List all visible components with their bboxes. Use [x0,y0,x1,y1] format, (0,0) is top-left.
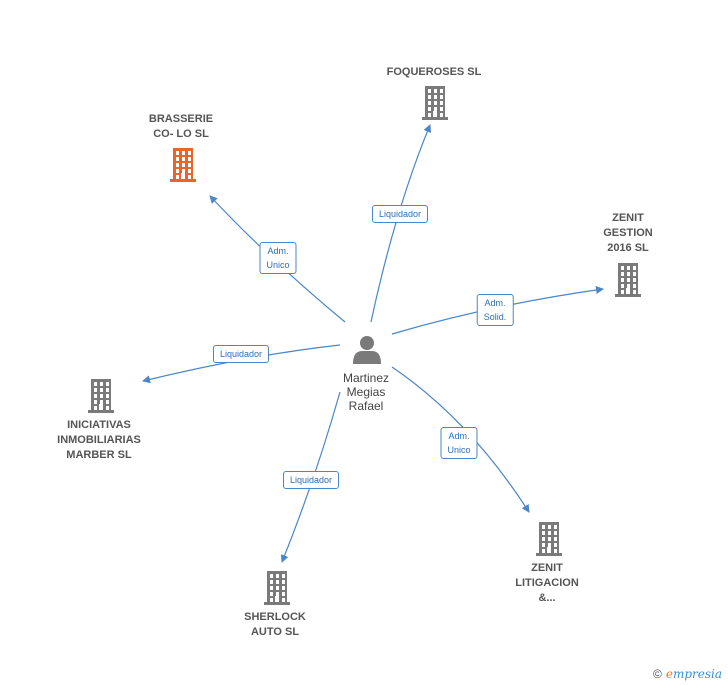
building-icon-iniciativas[interactable] [88,379,114,413]
node-label-brasserie[interactable]: BRASSERIE CO- LO SL [148,113,214,140]
person-label[interactable]: Martinez Megias Rafael [342,371,390,413]
edge-foqueroses [370,124,432,323]
edge-label-sherlock: Liquidador [282,471,340,489]
edge-label-foqueroses: Liquidador [371,205,429,223]
node-label-iniciativas[interactable]: INICIATIVAS INMOBILIARIAS MARBER SL [57,419,141,461]
brand-logo-e: e [665,667,673,681]
building-icon-foqueroses[interactable] [422,86,448,120]
building-icon-zenit-gestion[interactable] [615,263,641,297]
brand-footer[interactable]: ©empresia [653,667,722,681]
building-icon-zenit-litigacion[interactable] [536,522,562,556]
node-label-foqueroses[interactable]: FOQUEROSES SL [386,66,482,78]
brand-logo-text: mpresia [672,667,722,681]
edge-label-brasserie: Adm. Unico [259,242,297,274]
node-label-zenit-litigacion[interactable]: ZENIT LITIGACION &... [515,562,579,604]
edge-label-zenit-gestion: Adm. Solid. [476,294,514,326]
building-icon-sherlock[interactable] [264,571,290,605]
node-label-sherlock[interactable]: SHERLOCK AUTO SL [244,611,306,638]
edge-label-zenit-litigacion: Adm. Unico [440,427,478,459]
node-label-zenit-gestion[interactable]: ZENIT GESTION 2016 SL [603,212,653,254]
edge-label-iniciativas: Liquidador [212,345,270,363]
building-icon-brasserie[interactable] [170,148,196,182]
person-icon[interactable] [353,336,381,364]
copyright-icon: © [652,667,662,681]
